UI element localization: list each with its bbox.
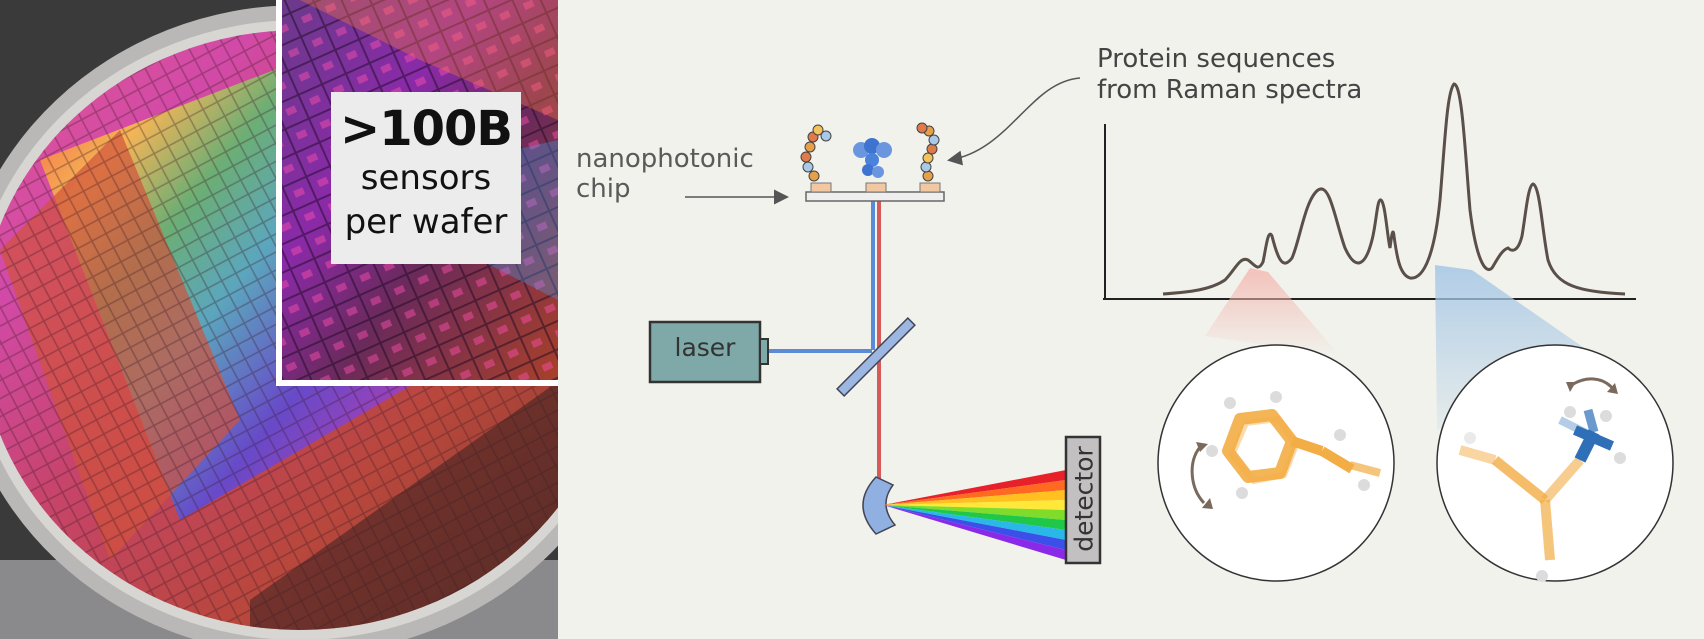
spectral-fan [883, 470, 1066, 560]
highlight-red [1205, 268, 1340, 356]
raman-spectrum [1162, 82, 1626, 296]
stat-line-1: sensors [360, 158, 492, 198]
detector-box [1064, 435, 1102, 565]
chip-pad-right [919, 182, 941, 193]
beam-splitter [836, 317, 916, 397]
protein-arrow [947, 77, 1081, 166]
protein-label-line-1: Protein sequences [1097, 44, 1336, 74]
chip-substrate [805, 191, 945, 202]
detector-label-text: detector [1069, 446, 1099, 552]
chip-label-line-2: chip [576, 174, 631, 204]
detector-label: detector [1068, 436, 1100, 562]
peptide-right-icon [916, 122, 940, 182]
peptide-left-icon [800, 124, 832, 182]
molecule-phenyl-circle [1157, 344, 1395, 582]
protein-label-line-2: from Raman spectra [1097, 75, 1363, 105]
chip-label: nanophotonic chip [576, 144, 754, 204]
laser-label: laser [674, 333, 736, 362]
laser-aperture [759, 338, 769, 365]
chip-label-line-1: nanophotonic [576, 144, 754, 174]
stat-value: >100B [340, 101, 513, 157]
protein-icon [853, 138, 892, 178]
chip-pad-left [810, 182, 832, 193]
concave-mirror [862, 476, 897, 535]
protein-label: Protein sequences from Raman spectra [1097, 44, 1362, 106]
molecule-methyl-circle [1436, 344, 1674, 582]
stat-callout: >100B sensors per wafer [331, 92, 521, 264]
chip-pad-center [865, 182, 887, 193]
stat-line-2: per wafer [344, 202, 508, 242]
